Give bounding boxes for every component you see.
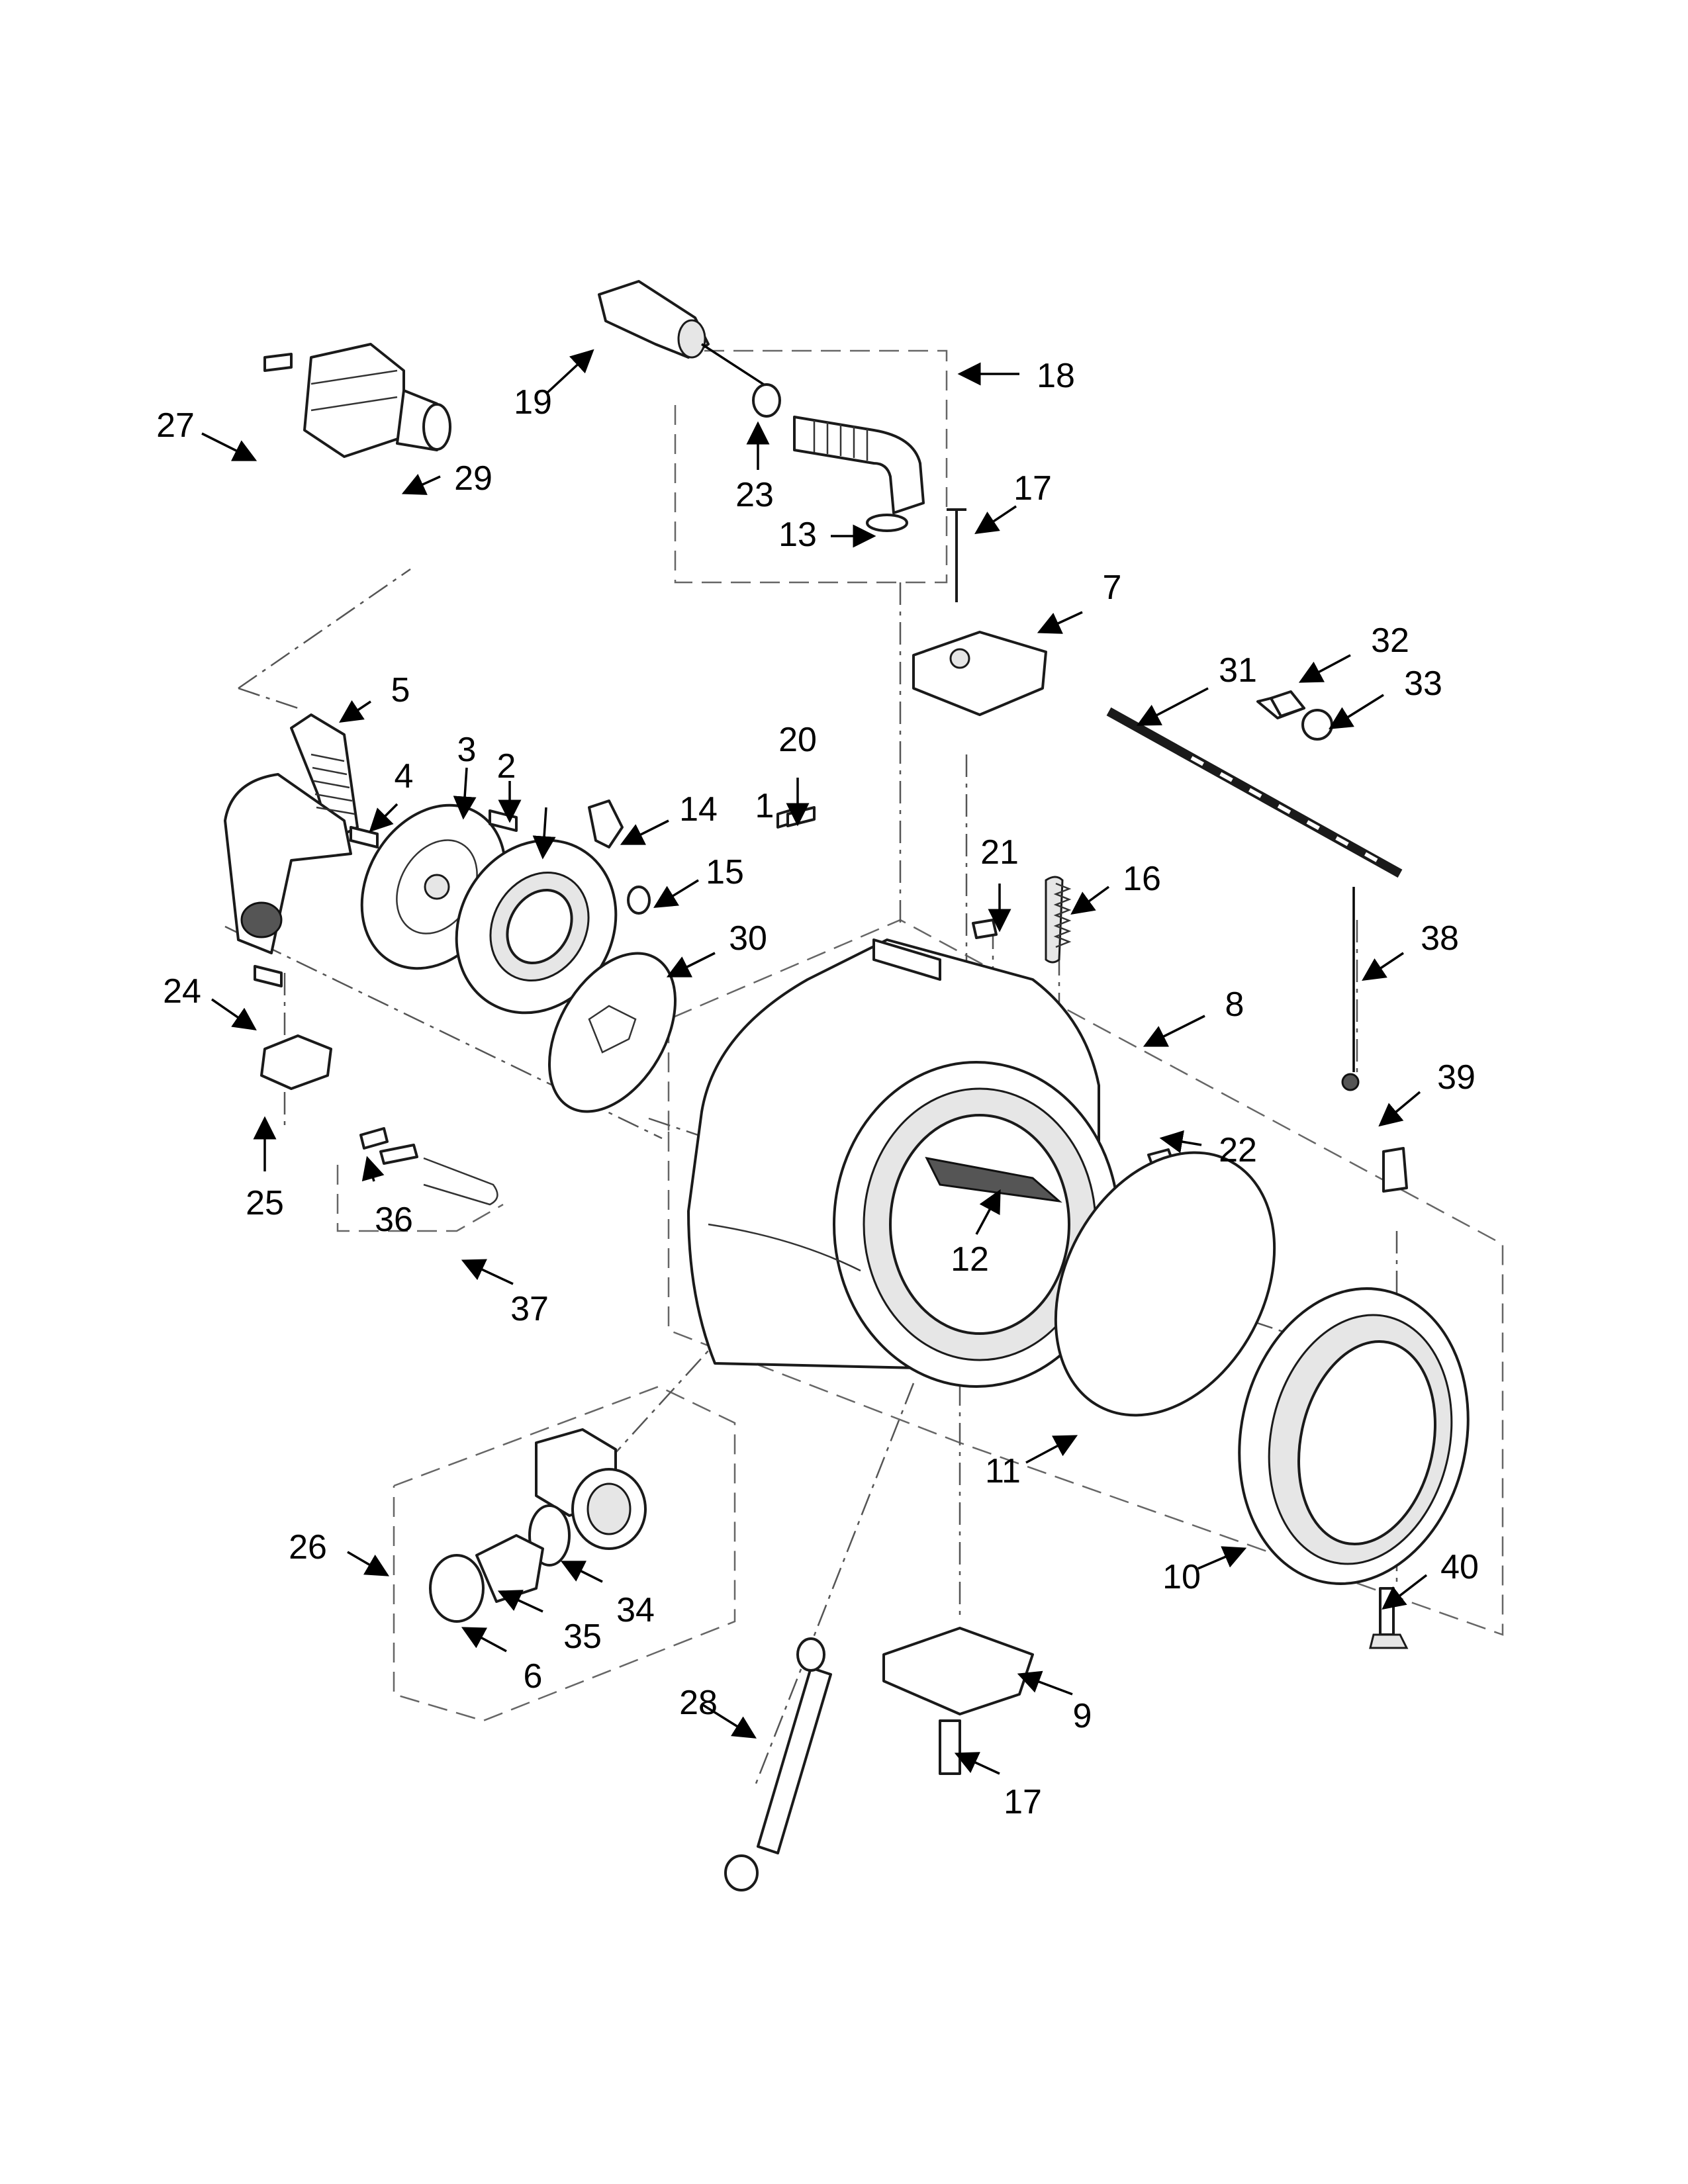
callout-27: 27 xyxy=(156,406,195,445)
callout-11: 11 xyxy=(985,1452,1021,1490)
callout-38: 38 xyxy=(1421,919,1459,958)
callout-8: 8 xyxy=(1225,985,1244,1024)
callout-9: 9 xyxy=(1073,1697,1092,1735)
arrow-30 xyxy=(666,952,716,978)
callout-7: 7 xyxy=(1103,569,1122,607)
callout-2: 2 xyxy=(497,747,516,786)
callout-39: 39 xyxy=(1437,1058,1476,1097)
part-7-counterweight-bracket xyxy=(912,631,1047,716)
callout-29: 29 xyxy=(454,459,492,498)
arrow-38 xyxy=(1362,952,1404,981)
callout-20: 20 xyxy=(778,721,817,759)
callout-labels: 1 2 3 4 5 6 7 8 9 10 11 12 13 14 15 16 1… xyxy=(156,357,1479,1821)
callout-37: 37 xyxy=(510,1290,549,1328)
arrow-35 xyxy=(497,1590,543,1613)
callout-14: 14 xyxy=(679,790,718,829)
callout-28: 28 xyxy=(679,1684,718,1722)
callout-5: 5 xyxy=(391,671,410,709)
arrow-5 xyxy=(339,700,371,723)
arrow-39 xyxy=(1378,1091,1421,1127)
callout-35: 35 xyxy=(563,1617,602,1656)
callout-22: 22 xyxy=(1219,1131,1257,1169)
arrow-16 xyxy=(1070,886,1110,915)
callout-36: 36 xyxy=(375,1201,413,1239)
part-10-tub-front-ring xyxy=(1238,1287,1470,1585)
part-11-gasket-disc xyxy=(1054,1151,1276,1417)
callout-4: 4 xyxy=(395,757,414,796)
callout-40: 40 xyxy=(1440,1548,1479,1586)
arrow-24 xyxy=(211,998,257,1030)
arrow-6 xyxy=(461,1627,507,1653)
callout-15: 15 xyxy=(706,853,744,891)
arrow-7 xyxy=(1037,611,1083,634)
part-8-tub xyxy=(687,938,1120,1388)
callout-6: 6 xyxy=(524,1657,543,1696)
arrow-31 xyxy=(1136,687,1209,726)
callout-24: 24 xyxy=(163,972,201,1011)
part-31-damper xyxy=(1106,707,1403,878)
callout-17-top: 17 xyxy=(1013,469,1052,508)
part-25-36-heater xyxy=(260,1034,498,1206)
part-5-sump-hose xyxy=(224,713,359,954)
arrow-40 xyxy=(1382,1574,1428,1610)
arrow-11 xyxy=(1025,1435,1078,1464)
arrow-29 xyxy=(401,474,441,495)
part-16-spring xyxy=(1053,882,1072,948)
arrow-17-bottom xyxy=(954,1752,1000,1775)
callout-13: 13 xyxy=(778,516,817,554)
callout-12: 12 xyxy=(951,1240,989,1279)
arrow-34 xyxy=(560,1561,603,1583)
part-28-shock-absorber xyxy=(724,1637,832,1891)
arrow-37 xyxy=(461,1259,514,1285)
callout-21: 21 xyxy=(980,833,1019,872)
callout-34: 34 xyxy=(616,1591,655,1629)
arrow-3 xyxy=(453,767,477,820)
arrow-27 xyxy=(201,432,258,461)
arrow-8 xyxy=(1143,1015,1205,1047)
callout-23: 23 xyxy=(735,476,774,514)
arrow-36 xyxy=(361,1156,385,1182)
part-18-hose-assembly xyxy=(752,383,925,532)
arrow-1 xyxy=(532,807,556,860)
callout-17-bottom: 17 xyxy=(1004,1783,1042,1821)
callout-18: 18 xyxy=(1037,357,1075,395)
callout-19: 19 xyxy=(514,383,552,422)
arrow-9 xyxy=(1017,1670,1073,1696)
arrow-15 xyxy=(653,879,699,908)
part-19-dispenser-hose-funnel xyxy=(598,280,769,388)
arrow-12 xyxy=(975,1189,1001,1235)
callout-10: 10 xyxy=(1162,1558,1201,1596)
part-30-shield xyxy=(548,952,677,1113)
callout-1: 1 xyxy=(755,787,774,825)
part-32-33-clamps xyxy=(1270,690,1305,717)
part-1-stator xyxy=(455,839,618,1015)
callout-33: 33 xyxy=(1404,664,1442,703)
arrow-26 xyxy=(347,1551,390,1576)
arrow-22 xyxy=(1159,1130,1202,1154)
arrow-32 xyxy=(1298,654,1351,683)
callout-16: 16 xyxy=(1123,860,1161,898)
callout-25: 25 xyxy=(246,1184,284,1222)
arrow-10 xyxy=(1197,1546,1247,1570)
callout-31: 31 xyxy=(1219,651,1257,690)
part-26-drain-pump xyxy=(429,1428,647,1623)
arrow-14 xyxy=(620,819,669,845)
arrow-17-top xyxy=(974,505,1017,534)
arrow-19 xyxy=(545,349,594,395)
callout-30: 30 xyxy=(729,919,767,958)
part-9-counterweight-lower xyxy=(882,1627,1034,1715)
arrow-4 xyxy=(369,803,399,833)
arrow-28 xyxy=(701,1703,757,1739)
part-29-air-pump xyxy=(263,343,451,458)
callout-32: 32 xyxy=(1371,621,1409,660)
callout-26: 26 xyxy=(289,1528,327,1567)
arrow-33 xyxy=(1329,694,1384,729)
callout-3: 3 xyxy=(457,731,477,769)
leader-arrows xyxy=(201,349,1428,1775)
